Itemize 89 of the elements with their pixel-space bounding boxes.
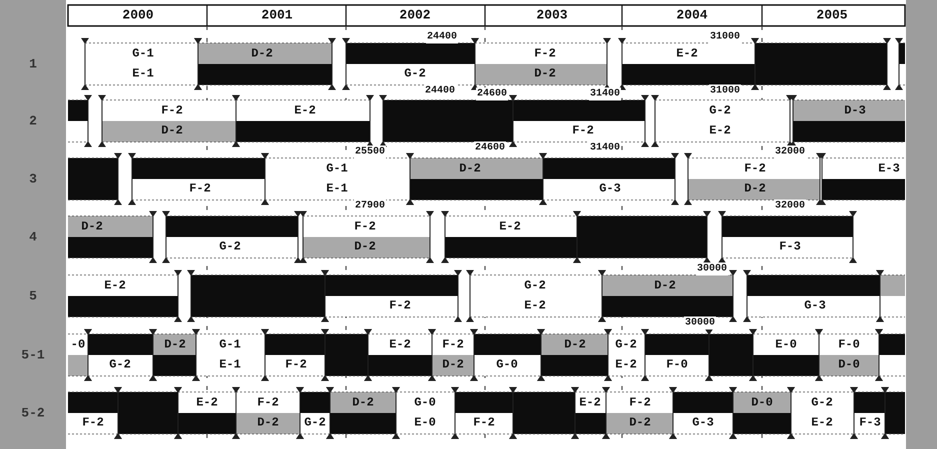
row-label: 5	[29, 290, 37, 302]
task-code: F-2	[744, 162, 766, 176]
row-label: 4	[29, 230, 37, 244]
task-code: E-2	[104, 280, 126, 292]
task-code: G-2	[219, 240, 241, 254]
task-code: E-2	[811, 416, 833, 430]
mileage-label: 25500	[354, 146, 386, 158]
task-code: D-2	[164, 338, 186, 352]
task-code: G-2	[811, 396, 833, 410]
year-label: 2005	[816, 8, 848, 22]
task-code: F-2	[473, 416, 495, 430]
task-code: E-2	[709, 124, 731, 138]
task-code: F-0	[838, 338, 860, 352]
task-code: D-2	[354, 240, 376, 254]
task-code: D-3	[844, 104, 866, 118]
task-code: F-2	[534, 48, 556, 60]
task-code: F-2	[161, 104, 183, 118]
task-code: D-2	[442, 358, 464, 372]
task-code: G-3	[599, 182, 621, 196]
task-code: F-2	[257, 396, 279, 410]
task-code: D-2	[654, 280, 676, 292]
row-label: 2	[29, 114, 37, 128]
task-code: G-2	[109, 358, 131, 372]
mileage-label: 31400	[589, 88, 621, 100]
task-code: G-2	[524, 280, 546, 292]
task-code: G-2	[615, 338, 637, 352]
row-label: 1	[29, 58, 37, 70]
task-code: F-2	[629, 396, 651, 410]
row-label: 5-2	[21, 406, 45, 420]
task-code: D-2	[564, 338, 586, 352]
task-code: F-2	[442, 338, 464, 352]
task-code: D-2	[534, 68, 556, 80]
task-code: -0	[70, 338, 86, 352]
task-code: F-0	[666, 358, 688, 372]
task-code: G-3	[692, 416, 714, 430]
task-code: D-2	[459, 162, 481, 176]
task-code: G-0	[496, 358, 518, 372]
task-code: E-0	[414, 416, 436, 430]
task-code: E-2	[524, 300, 546, 312]
year-label: 2003	[536, 8, 568, 22]
task-code: D-2	[251, 48, 273, 60]
task-code: F-3	[859, 416, 881, 430]
task-code: G-2	[304, 416, 326, 430]
task-code: D-2	[352, 396, 374, 410]
task-code: E-0	[775, 338, 797, 352]
task-code: E-2	[294, 104, 316, 118]
mileage-label: 31000	[709, 30, 741, 44]
task-code: E-2	[615, 358, 637, 372]
task-code: E-3	[878, 162, 900, 176]
task-code: E-2	[579, 396, 601, 410]
task-code: E-2	[196, 396, 218, 410]
task-code: G-0	[414, 396, 436, 410]
task-code: D-2	[161, 124, 183, 138]
task-code: G-1	[132, 48, 154, 60]
task-code: D-0	[751, 396, 773, 410]
task-code: E-1	[132, 68, 154, 80]
task-code: G-2	[404, 68, 426, 80]
year-label: 2002	[399, 8, 431, 22]
task-code: D-2	[257, 416, 279, 430]
task-code: D-2	[629, 416, 651, 430]
task-code: E-2	[676, 48, 698, 60]
year-label: 2004	[676, 8, 708, 22]
mileage-label: 30000	[684, 316, 716, 330]
task-code: G-1	[219, 338, 241, 352]
mileage-label: 24600	[476, 88, 508, 100]
task-code: E-1	[219, 358, 241, 372]
task-code: E-2	[389, 338, 411, 352]
year-label: 2000	[122, 8, 154, 22]
task-code: F-2	[82, 416, 104, 430]
task-code: F-2	[189, 182, 211, 196]
task-code: E-1	[326, 182, 348, 196]
mileage-label: 30000	[696, 262, 728, 276]
task-code: G-3	[804, 300, 826, 312]
task-code: F-2	[389, 300, 411, 312]
task-code: G-1	[326, 162, 348, 176]
task-code: F-2	[354, 220, 376, 234]
year-label: 2001	[261, 8, 293, 22]
mileage-label: 32000	[774, 146, 806, 158]
task-code: D-2	[81, 220, 103, 234]
row-label: 5-1	[21, 348, 45, 362]
task-code: F-2	[572, 124, 594, 138]
task-code: F-3	[779, 240, 801, 254]
task-code: F-2	[285, 358, 307, 372]
mileage-label: 24400	[426, 30, 458, 44]
task-code: E-2	[499, 220, 521, 234]
task-code: G-2	[709, 104, 731, 118]
row-label: 3	[29, 172, 37, 186]
task-code: D-2	[744, 182, 766, 196]
task-code: D-0	[838, 358, 860, 372]
